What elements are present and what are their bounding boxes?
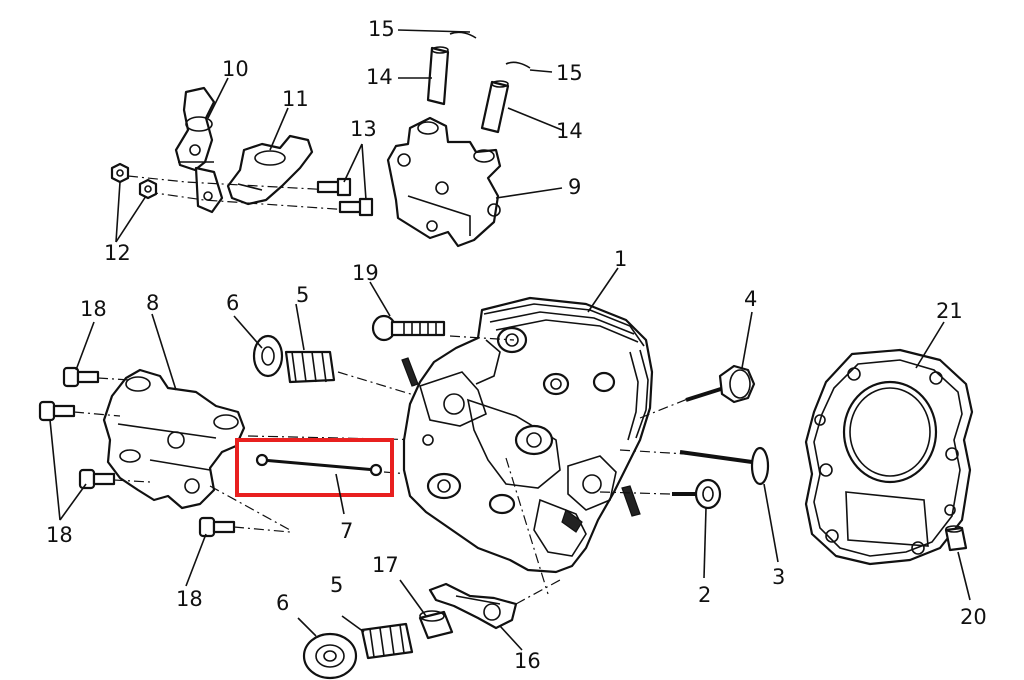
label-part-6-lower: 6 (276, 591, 289, 615)
valve-2 (672, 478, 722, 510)
label-part-5-lower: 5 (330, 573, 343, 597)
label-part-15-left: 15 (368, 17, 395, 41)
label-part-20: 20 (960, 605, 987, 629)
label-part-13: 13 (350, 117, 377, 141)
push-rod-7 (255, 453, 383, 477)
bolt-18b (38, 400, 76, 422)
clip-15b (505, 61, 531, 69)
label-part-18-top: 18 (80, 297, 107, 321)
axis-line-left-5 (209, 485, 291, 531)
label-part-3: 3 (772, 565, 785, 589)
rocker-shaft-mount (194, 166, 224, 214)
axis-line-bottom (515, 579, 561, 605)
axis-line-top-2 (147, 191, 351, 211)
head-gasket-21 (804, 348, 974, 566)
axis-line-left-2 (73, 411, 121, 417)
bolt-18c (78, 468, 116, 490)
rocker-16 (428, 582, 518, 630)
label-part-17: 17 (372, 553, 399, 577)
valve-seal-17 (418, 610, 454, 640)
axis-line-left-1 (97, 377, 131, 381)
label-part-10: 10 (222, 57, 249, 81)
label-part-16: 16 (514, 649, 541, 673)
valve-spring-5-upper (284, 350, 336, 384)
retainer-6-upper (252, 334, 284, 378)
axis-line-left-4 (233, 526, 291, 533)
label-part-18-left: 18 (46, 523, 73, 547)
retainer-6-lower (302, 632, 358, 680)
cylinder-head-1 (401, 296, 654, 574)
rocker-arm-10 (174, 86, 216, 172)
bolt-19 (371, 314, 446, 342)
label-part-11: 11 (282, 87, 309, 111)
dowel-pin-20 (944, 525, 968, 552)
leader-lines (49, 29, 971, 651)
bolt-13a (316, 177, 352, 197)
axis-line-left-3 (113, 479, 151, 483)
label-part-7: 7 (340, 519, 353, 543)
rocker-arm-11 (226, 134, 314, 206)
label-part-6-upper: 6 (226, 291, 239, 315)
label-part-19: 19 (352, 261, 379, 285)
label-part-14-left: 14 (366, 65, 393, 89)
label-part-8: 8 (146, 291, 159, 315)
axis-line-head-5 (599, 491, 671, 495)
label-part-18-bottom: 18 (176, 587, 203, 611)
label-part-2: 2 (698, 583, 711, 607)
label-part-4: 4 (744, 287, 757, 311)
clip-15a (449, 31, 477, 39)
valve-4 (685, 364, 756, 404)
bolt-13b (338, 197, 374, 217)
axis-line-head-4 (619, 449, 687, 455)
label-part-14-right: 14 (556, 119, 583, 143)
valve-3 (679, 446, 770, 486)
label-part-1: 1 (614, 247, 627, 271)
rocker-holder-8 (102, 368, 246, 510)
label-part-5-upper: 5 (296, 283, 309, 307)
push-rod-pin-14a (426, 46, 450, 106)
bolt-18a (62, 366, 100, 388)
label-part-9: 9 (568, 175, 581, 199)
axis-line-head-3 (639, 397, 691, 419)
highlight-box-part-7 (235, 438, 394, 497)
push-rod-pin-14b (480, 80, 510, 134)
axis-line-head-2 (505, 457, 549, 595)
valve-spring-5-lower (360, 622, 414, 660)
rocker-bracket-9 (386, 116, 502, 248)
part-labels: 1 2 3 4 5 5 6 6 7 8 9 10 11 12 13 14 14 … (46, 17, 987, 673)
label-part-21: 21 (936, 299, 963, 323)
nut-12b (138, 178, 158, 200)
label-part-15-right: 15 (556, 61, 583, 85)
axis-line-top-1 (127, 175, 333, 191)
nut-12a (110, 162, 130, 184)
label-part-12: 12 (104, 241, 131, 265)
bolt-18d (198, 516, 236, 538)
